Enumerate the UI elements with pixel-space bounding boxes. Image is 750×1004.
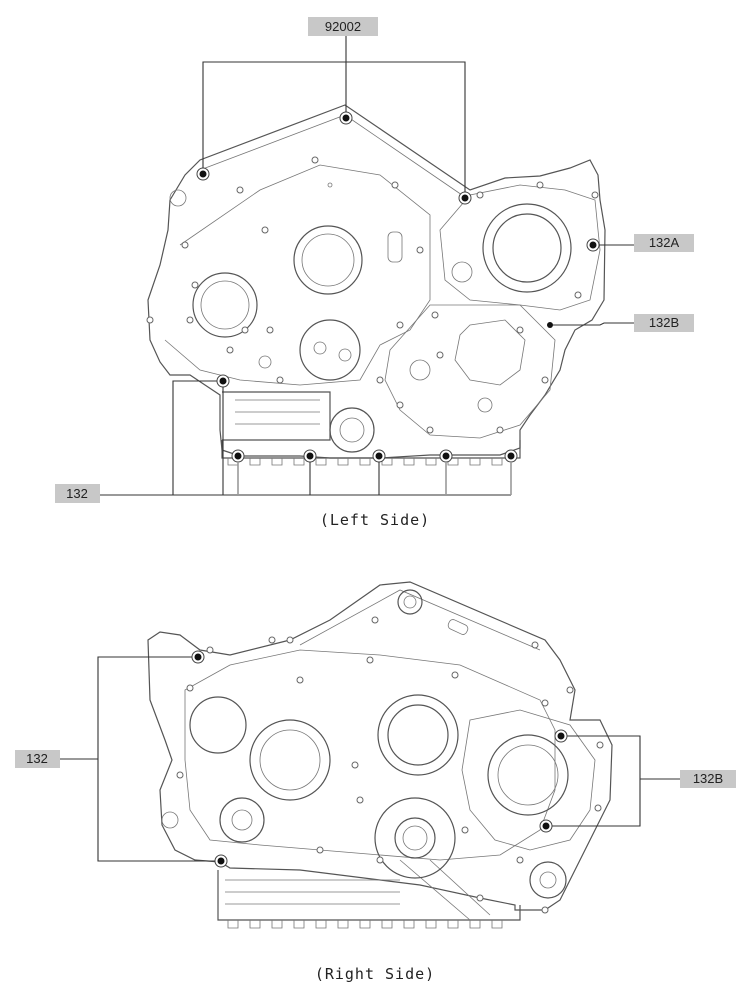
callout-132b-right: 132B: [680, 770, 736, 788]
callout-132a-left: 132A: [634, 234, 694, 252]
left-side-view: 92002 132A 132B 132 (Left Side): [55, 17, 694, 529]
right-side-view: 132 132B (Right Side): [15, 581, 736, 983]
svg-text:132: 132: [26, 751, 48, 766]
callout-92002: 92002: [308, 17, 378, 36]
left-leader-lines: [100, 36, 634, 496]
left-side-caption: (Left Side): [320, 511, 430, 529]
right-crankcase-drawing: [147, 581, 613, 929]
svg-text:132B: 132B: [693, 771, 723, 786]
right-side-caption: (Right Side): [315, 965, 435, 983]
right-leader-lines: [60, 656, 680, 862]
svg-text:132: 132: [66, 486, 88, 501]
left-crankcase-drawing: [146, 104, 606, 466]
left-label-markers: [196, 111, 600, 463]
svg-text:92002: 92002: [325, 19, 361, 34]
svg-text:132A: 132A: [649, 235, 680, 250]
callout-132-left: 132: [55, 484, 100, 503]
callout-132-right: 132: [15, 750, 60, 768]
callout-132b-left: 132B: [634, 314, 694, 332]
svg-text:132B: 132B: [649, 315, 679, 330]
right-label-markers: [191, 650, 568, 868]
